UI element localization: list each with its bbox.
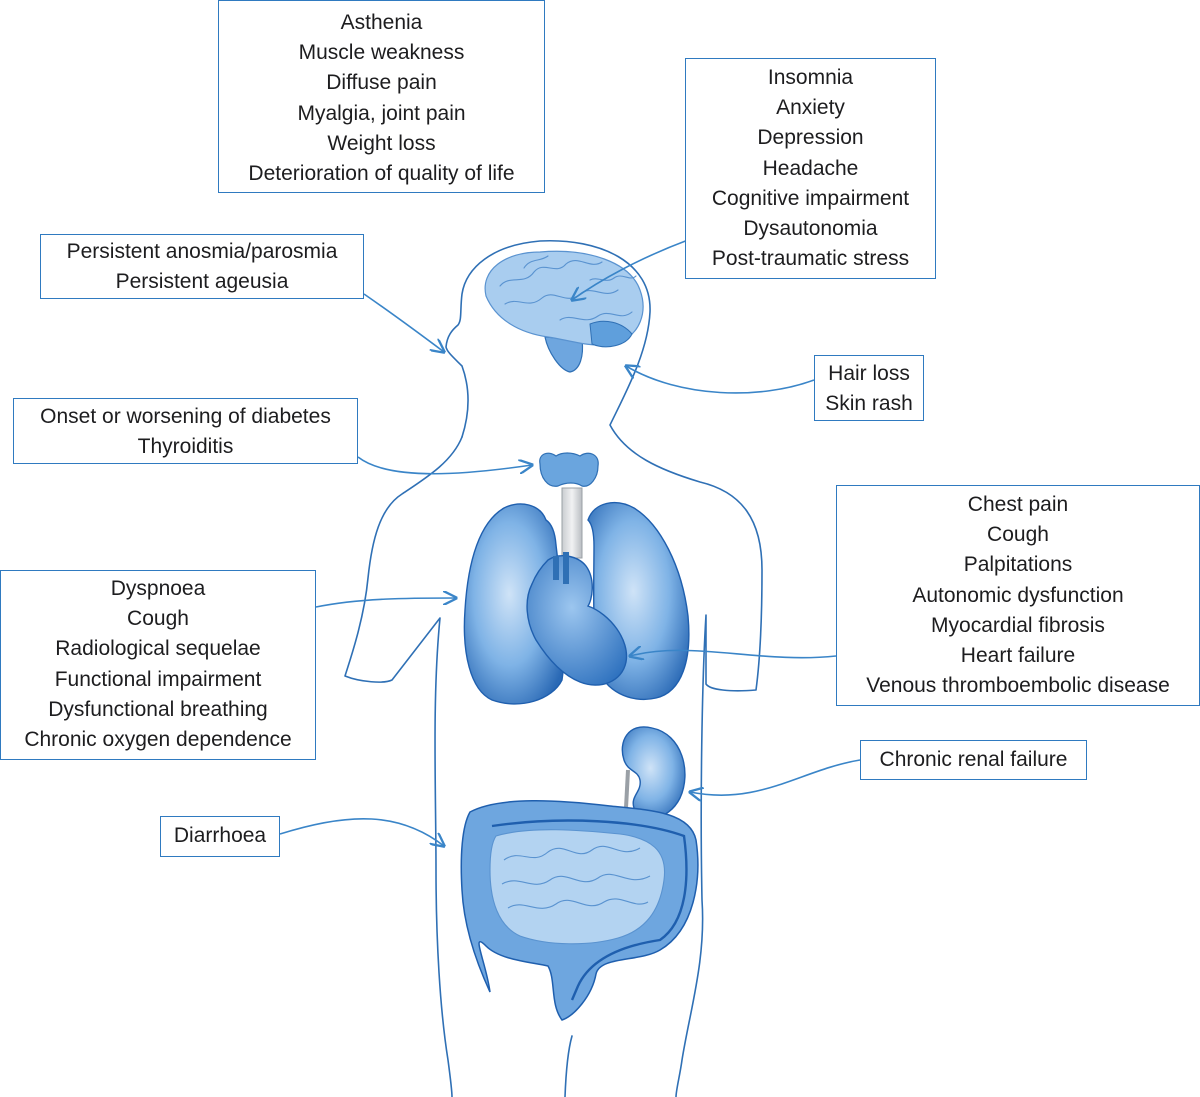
neuro-symptom-7: Post-traumatic stress	[711, 247, 910, 271]
renal-symptom-1: Chronic renal failure	[879, 748, 1068, 771]
respiratory-symptom-3: Radiological sequelae	[55, 637, 261, 661]
general-symptoms-box: Asthenia Muscle weakness Diffuse pain My…	[218, 0, 545, 193]
gut-symptoms-box: Diarrhoea	[160, 816, 280, 857]
neuro-symptoms-box: Insomnia Anxiety Depression Headache Cog…	[685, 58, 936, 279]
smell-symptom-2: Persistent ageusia	[115, 270, 289, 294]
cardiac-symptom-2: Cough	[987, 523, 1049, 547]
thyroid	[539, 452, 599, 487]
endocrine-symptoms-box: Onset or worsening of diabetes Thyroidit…	[13, 398, 358, 464]
general-symptom-5: Weight loss	[327, 131, 436, 155]
general-symptom-6: Deterioration of quality of life	[248, 162, 515, 186]
cardiac-symptom-6: Heart failure	[960, 644, 1076, 668]
general-symptom-2: Muscle weakness	[298, 41, 465, 65]
trachea	[561, 487, 583, 559]
cardiac-symptom-4: Autonomic dysfunction	[912, 583, 1124, 607]
neuro-symptom-2: Anxiety	[776, 96, 845, 120]
heart	[526, 552, 628, 686]
respiratory-symptoms-box: Dyspnoea Cough Radiological sequelae Fun…	[0, 570, 316, 760]
respiratory-symptom-4: Functional impairment	[54, 667, 262, 691]
renal-symptoms-box: Chronic renal failure	[860, 740, 1087, 780]
brain	[484, 250, 644, 373]
pointer-arrows	[279, 239, 861, 846]
general-symptom-4: Myalgia, joint pain	[297, 101, 466, 125]
smell-taste-box: Persistent anosmia/parosmia Persistent a…	[40, 234, 364, 299]
neuro-symptom-1: Insomnia	[767, 66, 854, 89]
cardiac-symptoms-box: Chest pain Cough Palpitations Autonomic …	[836, 485, 1200, 706]
neuro-symptom-4: Headache	[762, 156, 859, 180]
cardiac-symptom-1: Chest pain	[967, 493, 1069, 516]
general-symptom-3: Diffuse pain	[326, 71, 437, 95]
respiratory-symptom-1: Dyspnoea	[110, 577, 206, 600]
skin-symptom-1: Hair loss	[828, 362, 910, 385]
respiratory-symptom-2: Cough	[127, 607, 189, 631]
neuro-symptom-3: Depression	[757, 126, 864, 150]
neuro-symptom-5: Cognitive impairment	[711, 186, 910, 210]
smell-symptom-1: Persistent anosmia/parosmia	[66, 240, 338, 263]
cardiac-symptom-5: Myocardial fibrosis	[931, 613, 1105, 637]
general-symptom-1: Asthenia	[340, 11, 423, 34]
respiratory-symptom-6: Chronic oxygen dependence	[24, 728, 292, 752]
endocrine-symptom-2: Thyroiditis	[137, 435, 234, 459]
body-outline	[344, 239, 763, 1097]
skin-symptoms-box: Hair loss Skin rash	[814, 355, 924, 421]
intestines	[460, 799, 699, 1021]
endocrine-symptom-1: Onset or worsening of diabetes	[40, 405, 331, 428]
kidney	[621, 726, 686, 820]
cardiac-symptom-3: Palpitations	[963, 553, 1073, 577]
gut-symptom-1: Diarrhoea	[173, 824, 267, 847]
cardiac-symptom-7: Venous thromboembolic disease	[866, 674, 1170, 698]
neuro-symptom-6: Dysautonomia	[743, 217, 878, 241]
respiratory-symptom-5: Dysfunctional breathing	[48, 697, 268, 721]
skin-symptom-2: Skin rash	[825, 392, 913, 416]
